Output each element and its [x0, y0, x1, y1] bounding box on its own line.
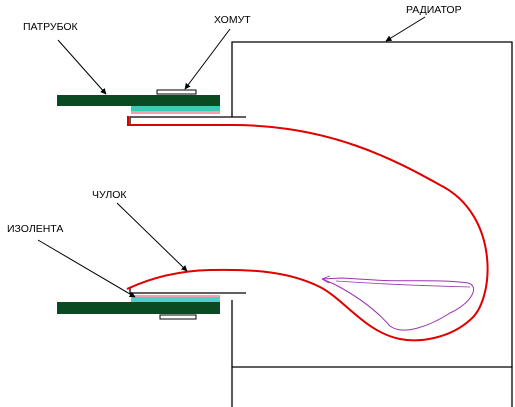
label-khomut: ХОМУТ — [214, 14, 251, 26]
upper-clamp — [156, 89, 197, 95]
upper-hose-assembly — [57, 89, 220, 114]
upper-pink-layer — [131, 111, 220, 114]
khomut-leader-arrow — [184, 28, 231, 90]
lower-pink-layer — [131, 295, 220, 298]
upper-spigot-outline — [129, 116, 246, 124]
chulok-leader-arrow — [116, 202, 188, 272]
lower-radiator-spigot — [129, 288, 246, 294]
foreign-object-tip — [321, 275, 331, 284]
lower-hose-pipe — [57, 302, 220, 314]
patrubok-leader-arrow — [57, 39, 107, 95]
label-chulok: ЧУЛОК — [92, 189, 127, 201]
lower-hose-assembly — [57, 295, 220, 320]
stocking-curve — [126, 116, 489, 342]
foreign-object-inside-stocking — [321, 277, 474, 331]
lower-insulating-tape — [131, 297, 220, 302]
label-patrubok: ПАТРУБОК — [23, 21, 79, 33]
label-izolenta: ИЗОЛЕНТА — [7, 223, 63, 235]
label-radiator: РАДИАТОР — [406, 4, 462, 16]
radiator — [231, 41, 513, 407]
lower-clamp — [159, 314, 197, 320]
radiator-upper-outline — [231, 41, 513, 368]
upper-insulating-tape — [131, 106, 220, 112]
upper-hose-pipe — [57, 95, 220, 106]
foreign-object-inner-fold — [335, 280, 471, 288]
izolenta-leader-arrow — [37, 239, 136, 298]
radiator-leader-arrow — [385, 16, 426, 42]
lower-spigot-outline — [129, 288, 246, 294]
upper-radiator-spigot — [129, 116, 246, 124]
